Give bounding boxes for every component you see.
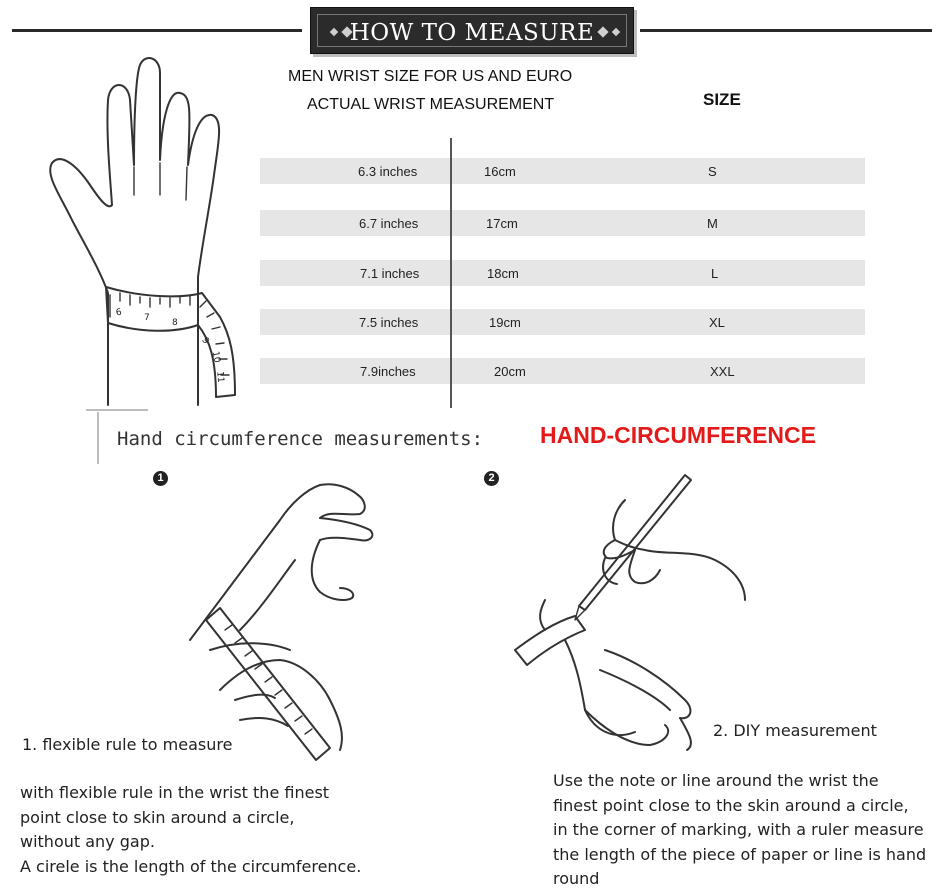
section-subtitle: Hand circumference measurements:	[117, 428, 484, 450]
step1-illustration	[189, 483, 374, 761]
description-line: in the corner of marking, with a ruler m…	[553, 820, 924, 839]
step2-caption: 2. DIY measurement	[713, 721, 877, 740]
tape-number: 7	[144, 313, 150, 323]
cell-cm: 17cm	[486, 216, 518, 231]
size-heading: SIZE	[703, 90, 741, 109]
description-line: round	[553, 869, 600, 888]
step1-badge: 1	[153, 471, 168, 486]
description-line: the length of the piece of paper or line…	[553, 844, 927, 864]
title-banner: HOW TO MEASURE	[310, 7, 634, 54]
tape-number: 8	[172, 318, 178, 328]
table-heading-line1: MEN WRIST SIZE FOR US AND EURO	[288, 68, 573, 85]
header-rule-left	[12, 29, 302, 32]
header-rule-right	[640, 29, 932, 32]
table-row: 7.1 inches 18cm L	[260, 260, 865, 286]
cell-inches: 6.3 inches	[358, 164, 418, 179]
description-line: A cirele is the length of the circumfere…	[20, 856, 362, 876]
cell-inches: 6.7 inches	[359, 216, 419, 231]
hand-tape-illustration	[49, 57, 236, 406]
description-line: without any gap.	[20, 832, 155, 851]
hand-circumference-title: HAND-CIRCUMFERENCE	[540, 422, 816, 448]
page-title: HOW TO MEASURE	[349, 20, 595, 46]
cell-size: XXL	[710, 364, 735, 379]
cell-cm: 16cm	[484, 164, 516, 179]
cell-cm: 19cm	[489, 315, 521, 330]
step1-description: with flexible rule in the wrist the fine…	[20, 781, 361, 879]
table-divider	[450, 138, 452, 408]
table-row: 7.9inches 20cm XXL	[260, 358, 865, 384]
cell-size: S	[708, 164, 717, 179]
cell-size: XL	[709, 315, 725, 330]
step2-badge: 2	[484, 471, 499, 486]
description-line: Use the note or line around the wrist th…	[553, 771, 879, 790]
cell-size: M	[707, 216, 718, 231]
cell-size: L	[711, 266, 719, 281]
table-row: 6.7 inches 17cm M	[260, 210, 865, 236]
tape-number: 11	[214, 370, 226, 384]
description-line: point close to skin around a circle,	[20, 807, 295, 827]
step2-illustration	[514, 474, 746, 751]
description-line: finest point close to the skin around a …	[553, 795, 909, 815]
table-heading-line2: ACTUAL WRIST MEASUREMENT	[307, 96, 555, 113]
step2-description: Use the note or line around the wrist th…	[553, 769, 926, 892]
table-row: 6.3 inches 16cm S	[260, 158, 865, 184]
step1-caption: 1. flexible rule to measure	[22, 735, 233, 754]
tape-number: 10	[209, 350, 222, 364]
table-row: 7.5 inches 19cm XL	[260, 309, 865, 335]
cell-inches: 7.1 inches	[360, 266, 420, 281]
description-line: with flexible rule in the wrist the fine…	[20, 783, 330, 802]
cell-inches: 7.5 inches	[359, 315, 419, 330]
cell-cm: 20cm	[494, 364, 526, 379]
cell-cm: 18cm	[487, 266, 519, 281]
section-corner	[86, 409, 148, 464]
tape-number: 6	[115, 307, 123, 319]
cell-inches: 7.9inches	[360, 364, 416, 379]
